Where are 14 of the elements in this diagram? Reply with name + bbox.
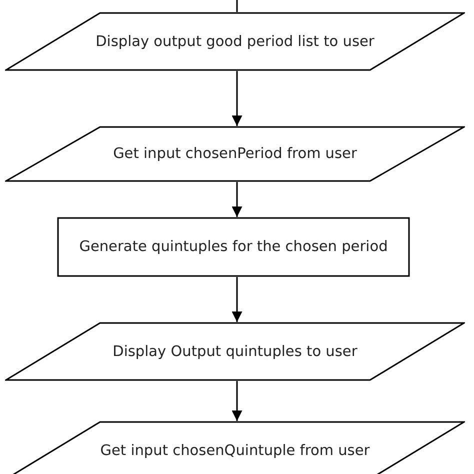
input-output-parallelogram <box>5 12 465 71</box>
arrow <box>232 277 242 322</box>
node-label: Get input chosenQuintuple from user <box>100 442 370 458</box>
node-label: Display Output quintuples to user <box>112 344 358 360</box>
node-label: Get input chosenPeriod from user <box>113 146 357 162</box>
node-label: Display output good period list to user <box>96 34 374 50</box>
arrow <box>232 381 242 421</box>
input-output-parallelogram <box>5 126 465 182</box>
node-label: Generate quintuples for the chosen period <box>79 239 388 255</box>
arrow <box>232 71 242 126</box>
process-box <box>57 217 410 277</box>
input-output-parallelogram <box>5 322 465 381</box>
arrow <box>232 182 242 217</box>
connector-line <box>236 0 238 12</box>
